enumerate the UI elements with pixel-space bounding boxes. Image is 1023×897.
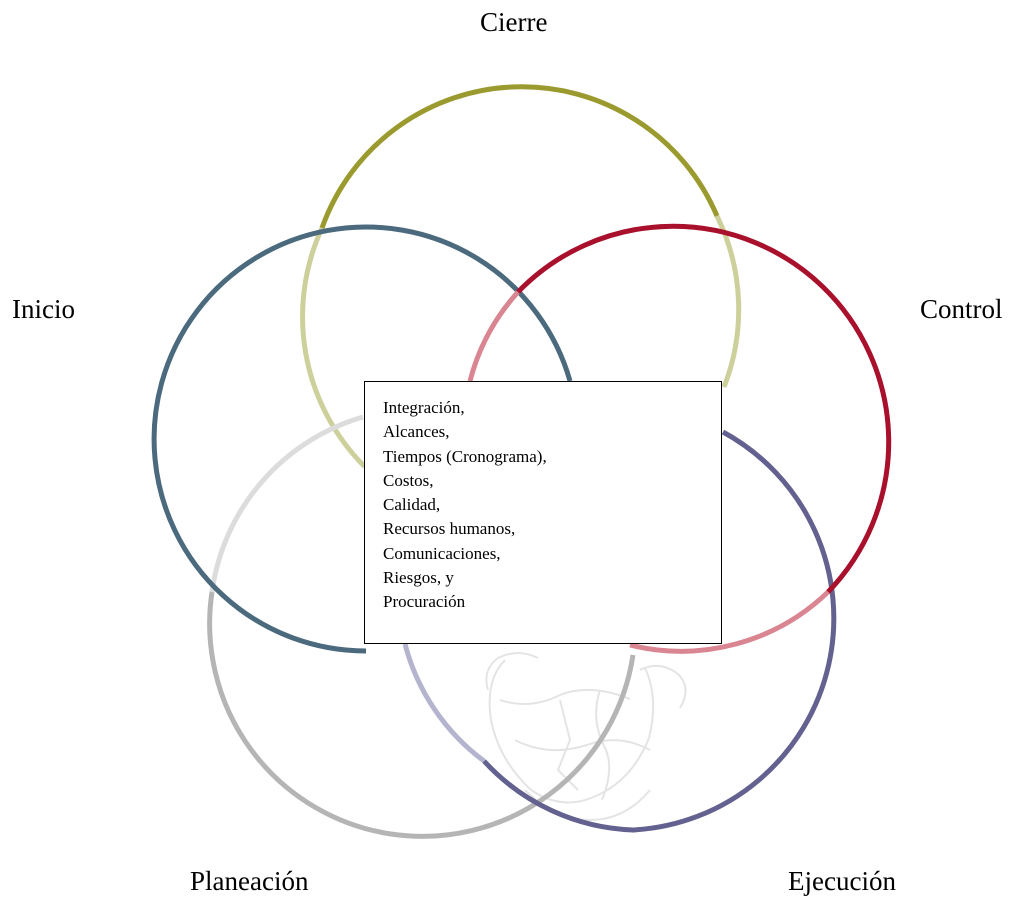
knowledge-area-item: Costos, <box>383 470 434 490</box>
knowledge-area-item: Integración, <box>383 398 465 417</box>
knowledge-area-item: Recursos humanos, <box>383 519 516 539</box>
cierre-circle-arc <box>319 84 720 229</box>
ejecucion-circle <box>482 429 837 833</box>
control-circle-arc-faded-2 <box>629 590 830 654</box>
control-circle-arc-faded <box>467 290 520 382</box>
cierre-circle-arc-faded <box>714 214 742 388</box>
knowledge-area-item: Procuración <box>383 592 466 612</box>
phase-label-inicio: Inicio <box>12 294 75 324</box>
planeacion-circle-arc-faded <box>209 414 364 593</box>
knowledge-areas-list: Integración, Alcances, Tiempos (Cronogra… <box>383 396 721 615</box>
university-seal-watermark <box>485 652 687 822</box>
control-circle <box>516 223 892 594</box>
phase-label-cierre: Cierre <box>480 7 548 37</box>
cierre-circle <box>300 226 367 469</box>
planeacion-circle <box>207 591 636 839</box>
knowledge-areas-box: Integración, Alcances, Tiempos (Cronogra… <box>364 381 722 644</box>
inicio-circle <box>151 224 573 654</box>
knowledge-area-item: Calidad, <box>383 495 441 515</box>
phase-label-control: Control <box>920 294 1003 324</box>
ejecucion-circle-arc-faded <box>402 643 486 764</box>
phase-label-ejecucion: Ejecución <box>788 866 896 896</box>
knowledge-area-item: Riesgos, y <box>383 568 454 588</box>
phase-label-planeacion: Planeación <box>190 866 309 896</box>
knowledge-area-item: Alcances, <box>383 422 450 442</box>
knowledge-area-item: Tiempos (Cronograma), <box>383 446 547 466</box>
knowledge-area-item: Comunicaciones, <box>383 543 501 563</box>
